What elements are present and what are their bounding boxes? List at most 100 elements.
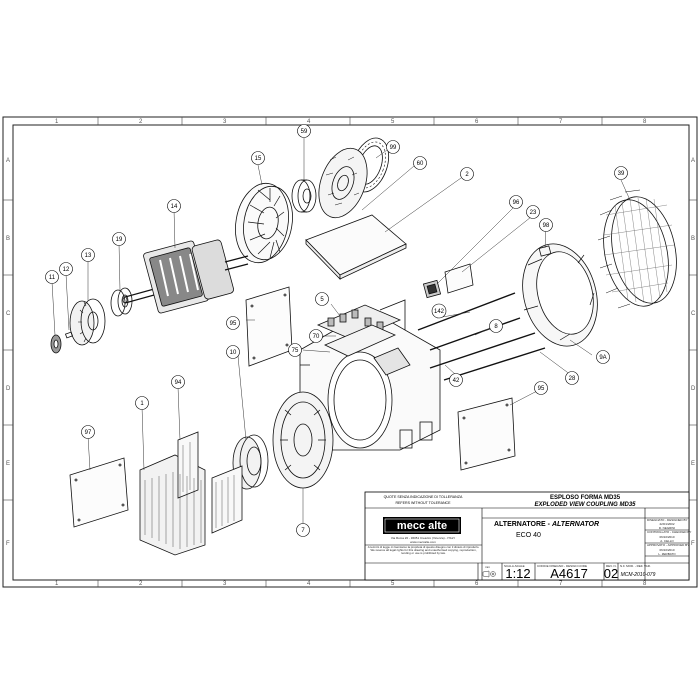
- svg-text:1: 1: [140, 401, 144, 407]
- callout-2: 2: [460, 167, 474, 181]
- zone-col-5: 5: [391, 119, 395, 125]
- inner-frame: [12, 124, 690, 581]
- designed-by-label: DISEGNATO - DESIGNED BY: [647, 518, 688, 522]
- callout-14: 14: [167, 199, 181, 213]
- svg-text:60: 60: [417, 161, 424, 167]
- tolerance-it: QUOTE SENZA INDICAZIONE DI TOLLERANZA: [384, 495, 463, 499]
- svg-text:75: 75: [292, 348, 299, 354]
- legal-notice: A termini di legge ci riserviamo la prop…: [368, 546, 480, 555]
- checked-date: 06/10/2010: [659, 535, 674, 539]
- callout-99: 99: [386, 140, 400, 154]
- callout-15: 15: [251, 151, 265, 165]
- callout-60: 60: [413, 156, 427, 170]
- modification-label: N.F. MOD. - REF. VAR.: [620, 564, 651, 568]
- callout-39: 39: [614, 166, 628, 180]
- part-hub-59: [291, 179, 317, 213]
- callout-42: 42: [449, 373, 463, 387]
- checked-name: A. CELLO: [660, 539, 674, 543]
- callout-28: 28: [565, 371, 579, 385]
- part-box-96: [422, 279, 442, 299]
- callout-19: 19: [112, 232, 126, 246]
- part-rotor-14: [122, 239, 249, 314]
- checked-by-label: CONTROLLATO - CHECKED BY: [647, 530, 691, 534]
- part-grille-94: [139, 431, 243, 556]
- callout-95-lower: 95: [534, 381, 548, 395]
- logo-mecc-alte: mecc alte: [383, 517, 461, 534]
- svg-text:14: 14: [171, 204, 178, 210]
- callout-markers: 59 99 15 60 2 39 14 96 23 98 19 13 11 12…: [45, 124, 628, 537]
- svg-text:2: 2: [465, 172, 469, 178]
- zone-col-8: 8: [643, 119, 647, 125]
- approved-name: L. ZERBATO: [658, 552, 676, 556]
- part-plate-97: [69, 457, 129, 528]
- zone-col-4-bottom: 4: [307, 581, 311, 587]
- zone-col-2: 2: [139, 119, 143, 125]
- zone-col-1-bottom: 1: [55, 581, 59, 587]
- part-plate-60: [305, 214, 407, 280]
- svg-text:12: 12: [63, 267, 70, 273]
- svg-text:97: 97: [85, 430, 92, 436]
- svg-text:15: 15: [255, 156, 262, 162]
- svg-text:13: 13: [85, 253, 92, 259]
- approved-date: 06/10/2010: [659, 548, 674, 552]
- svg-text:95: 95: [538, 386, 545, 392]
- svg-text:42: 42: [453, 378, 460, 384]
- callout-7: 7: [296, 523, 310, 537]
- part-terminal-board: [316, 304, 411, 376]
- zone-row-a-right: A: [691, 158, 695, 164]
- zone-col-7-bottom: 7: [559, 581, 563, 587]
- zone-col-6: 6: [475, 119, 479, 125]
- projection-symbol-icon: [482, 570, 496, 578]
- approved-by-label: APPROVATO - APPROVED BY: [647, 543, 689, 547]
- zone-row-b: B: [6, 236, 10, 242]
- company-website: www.meccalte.com: [410, 540, 436, 544]
- zone-col-7: 7: [559, 119, 563, 125]
- product-model: ECO 40: [516, 532, 541, 539]
- title-block: QUOTE SENZA INDICAZIONE DI TOLLERANZA RE…: [364, 491, 691, 581]
- part-cover-95b: [457, 397, 516, 471]
- svg-text:8: 8: [494, 324, 498, 330]
- tolerance-en: REFERS WITHOUT TOLERANCE: [395, 501, 451, 505]
- svg-text:95: 95: [230, 321, 237, 327]
- svg-text:28: 28: [569, 376, 576, 382]
- part-cover-95a: [245, 286, 293, 367]
- drawing-title-en: EXPLODED VIEW COUPLING MD35: [534, 502, 636, 508]
- part-endshield-9A: [522, 243, 598, 347]
- zone-row-a: A: [6, 158, 10, 164]
- zone-row-d: D: [6, 386, 11, 392]
- svg-text:11: 11: [49, 275, 56, 281]
- design-code-label: CODICE DISEGNO - DESIGN CODE: [537, 564, 587, 568]
- part-coupling-13: [69, 298, 106, 346]
- part-mesh-39: [597, 189, 677, 309]
- svg-text:96: 96: [513, 200, 520, 206]
- designed-date: 22/01/2002: [659, 522, 674, 526]
- svg-text:7: 7: [301, 528, 305, 534]
- callout-23: 23: [526, 205, 540, 219]
- part-washer-11: [50, 334, 62, 354]
- company-address: Via Roma 20 - 36051 Creazzo (Vicenza) - …: [391, 536, 455, 540]
- zone-row-b-right: B: [691, 236, 695, 242]
- leader-lines: [51, 138, 631, 525]
- svg-text:94: 94: [175, 380, 182, 386]
- part-bearing-19: [110, 287, 133, 317]
- svg-text:23: 23: [530, 210, 537, 216]
- callout-11: 11: [45, 270, 59, 284]
- zone-row-c-right: C: [691, 311, 696, 317]
- svg-text:70: 70: [313, 334, 320, 340]
- zone-row-d-right: D: [691, 386, 696, 392]
- zone-col-3-bottom: 3: [223, 581, 227, 587]
- part-plate-23: [444, 263, 474, 294]
- zone-col-1: 1: [55, 119, 59, 125]
- callout-95-upper: 95: [226, 316, 240, 330]
- svg-text:98: 98: [543, 223, 550, 229]
- part-key-12: [64, 331, 74, 339]
- svg-text:39: 39: [618, 171, 625, 177]
- revision-label: REV. N.: [606, 564, 617, 568]
- parts-illustration: [50, 137, 677, 556]
- zone-col-4: 4: [307, 119, 311, 125]
- svg-text:19: 19: [116, 237, 123, 243]
- callout-59: 59: [297, 124, 311, 138]
- callout-10: 10: [226, 345, 240, 359]
- zone-col-6-bottom: 6: [475, 581, 479, 587]
